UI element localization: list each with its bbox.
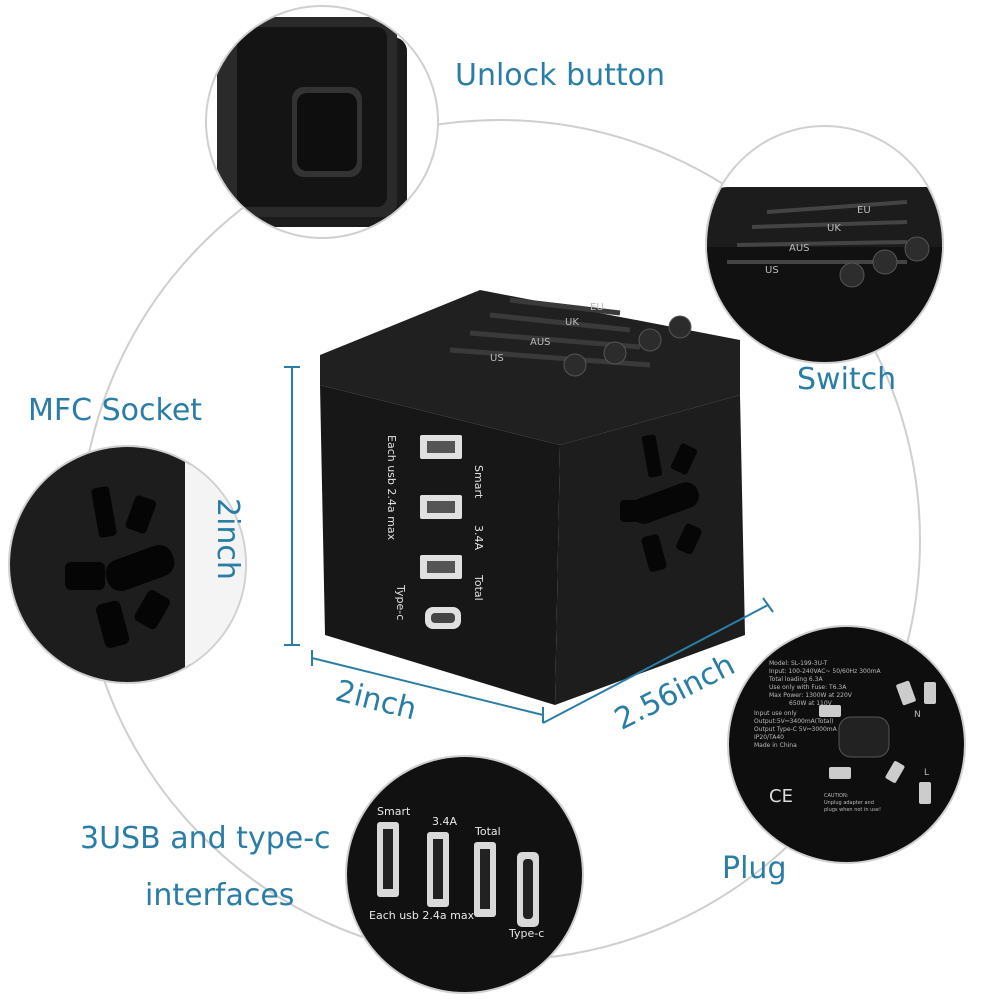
slider-label-eu: EU	[590, 302, 604, 313]
slider-label-uk: UK	[565, 317, 579, 328]
plug-n: N	[914, 710, 921, 720]
svg-text:US: US	[765, 265, 779, 276]
device-side-text-left: Each usb 2.4a max	[385, 435, 398, 541]
device-side-text-smart: Smart	[472, 465, 485, 499]
plug-output-usb: Output:5V⎓3400mA(Total)	[754, 718, 834, 725]
mfc-socket-label: MFC Socket	[28, 393, 203, 428]
plug-ce: CE	[769, 786, 793, 807]
svg-text:EU: EU	[857, 205, 871, 216]
usb-ports-detail: Smart 3.4A Total Each usb 2.4a max Type-…	[345, 755, 584, 994]
svg-text:AUS: AUS	[789, 243, 810, 254]
usb-label-line2: interfaces	[145, 878, 295, 913]
plug-ip: IP20/TA40	[754, 734, 784, 741]
svg-text:UK: UK	[827, 223, 841, 234]
plug-power2: 650W at 110V	[789, 700, 833, 707]
plug-made: Made in China	[754, 742, 797, 749]
plug-detail: Model: SL-199-3U-T Input: 100-240VAC~ 50…	[727, 625, 966, 864]
height-dimension: 2inch	[210, 498, 245, 580]
svg-text:CAUTION:: CAUTION:	[824, 793, 849, 799]
slider-knob[interactable]	[668, 315, 692, 339]
svg-text:plugs when not in use!: plugs when not in use!	[824, 807, 881, 813]
svg-text:Unplug adapter and: Unplug adapter and	[824, 800, 874, 806]
slider-knob[interactable]	[603, 341, 627, 365]
plug-power: Max Power: 1300W at 220V	[769, 692, 853, 699]
travel-adapter: EU UK AUS US Each usb 2.4a max Smart 3.4…	[320, 290, 745, 705]
usb-label-line1: 3USB and type-c	[80, 821, 331, 856]
slider-label-us: US	[490, 353, 504, 364]
plug-l: L	[924, 768, 929, 778]
unlock-button-label: Unlock button	[455, 58, 666, 93]
device-side-text-34a: 3.4A	[472, 525, 485, 550]
switch-label: Switch	[797, 362, 897, 397]
plug-label: Plug	[722, 851, 787, 886]
usb-top-label-2: 3.4A	[432, 815, 457, 828]
device-side-text-total: Total	[472, 574, 485, 601]
usb-top-label-3: Total	[474, 825, 501, 838]
device-side-text-typec: Type-c	[394, 584, 407, 620]
plug-input: Input: 100-240VAC~ 50/60Hz 300mA	[769, 668, 882, 675]
usb-bottom-left: Each usb 2.4a max	[369, 909, 475, 922]
slider-knob[interactable]	[638, 328, 662, 352]
slider-knob[interactable]	[563, 353, 587, 377]
plug-model: Model: SL-199-3U-T	[769, 660, 828, 667]
slider-label-aus: AUS	[530, 337, 551, 348]
plug-output-c: Output Type-C 5V⎓3000mA MAX	[754, 726, 852, 733]
plug-fuse: Use only with Fuse: T6.3A	[769, 684, 847, 691]
plug-total: Total loading 6.3A	[768, 676, 823, 683]
unlock-button-detail	[205, 5, 439, 239]
mfc-socket-detail	[8, 445, 247, 684]
usb-top-label-1: Smart	[377, 805, 411, 818]
usb-bottom-right: Type-c	[508, 927, 544, 940]
plug-indoor: Input use only	[754, 710, 797, 717]
